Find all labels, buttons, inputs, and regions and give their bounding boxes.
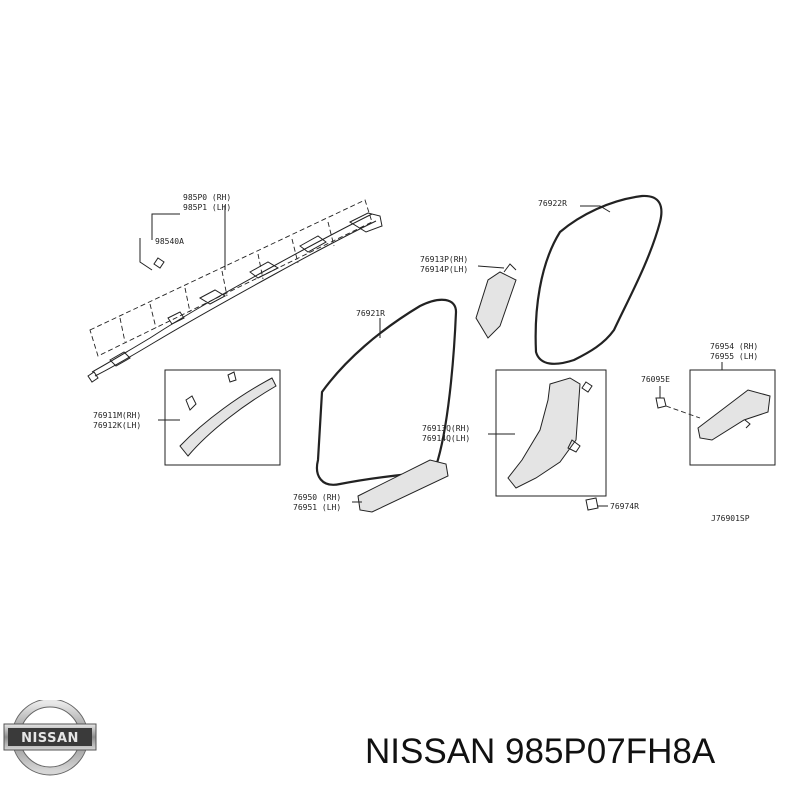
airbag-clip: 98540A <box>139 237 184 271</box>
airbag-label: 985P0 (RH) 985P1 (LH) <box>151 193 231 240</box>
clip-b-label: 76974R <box>610 502 639 511</box>
clip-76095e: 76095E <box>641 375 701 419</box>
lower-b-pillar: 76913Q(RH) 76914Q(LH) <box>422 369 607 497</box>
lower-b-pillar-label-rh: 76913Q(RH) <box>422 424 470 433</box>
part-title: NISSAN 985P07FH8A <box>365 732 716 771</box>
rear-weatherstrip: 76922R <box>534 194 663 365</box>
front-kicking-plate-label-lh: 76951 (LH) <box>293 503 341 512</box>
front-kicking-plate-label-rh: 76950 (RH) <box>293 493 341 502</box>
upper-b-pillar-label-rh: 76913P(RH) <box>420 255 468 264</box>
lower-b-pillar-label-lh: 76914Q(LH) <box>422 434 470 443</box>
logo-text: NISSAN <box>21 731 79 746</box>
front-kicking-plate: 76950 (RH) 76951 (LH) <box>293 459 449 513</box>
nissan-logo: NISSAN <box>3 700 97 776</box>
rear-kicking-plate-label-lh: 76955 (LH) <box>710 352 758 361</box>
rear-weatherstrip-label: 76922R <box>538 199 567 208</box>
clip-a-label: 76095E <box>641 375 670 384</box>
curtain-airbag <box>87 199 383 383</box>
a-pillar-label-rh: 76911M(RH) <box>93 411 141 420</box>
a-pillar-trim: 76911M(RH) 76912K(LH) <box>93 369 281 466</box>
upper-b-pillar: 76913P(RH) 76914P(LH) <box>420 255 517 339</box>
airbag-label-lh: 985P1 (LH) <box>183 203 231 212</box>
front-weatherstrip: 76921R <box>315 298 458 486</box>
rear-kicking-plate: 76954 (RH) 76955 (LH) <box>689 342 776 466</box>
upper-b-pillar-label-lh: 76914P(LH) <box>420 265 468 274</box>
a-pillar-label-lh: 76912K(LH) <box>93 421 141 430</box>
airbag-label-rh: 985P0 (RH) <box>183 193 231 202</box>
drawing-code: J76901SP <box>711 514 750 523</box>
airbag-clip-label: 98540A <box>155 237 184 246</box>
clip-76974r: 76974R <box>585 497 639 511</box>
front-weatherstrip-label: 76921R <box>356 309 385 318</box>
rear-kicking-plate-label-rh: 76954 (RH) <box>710 342 758 351</box>
